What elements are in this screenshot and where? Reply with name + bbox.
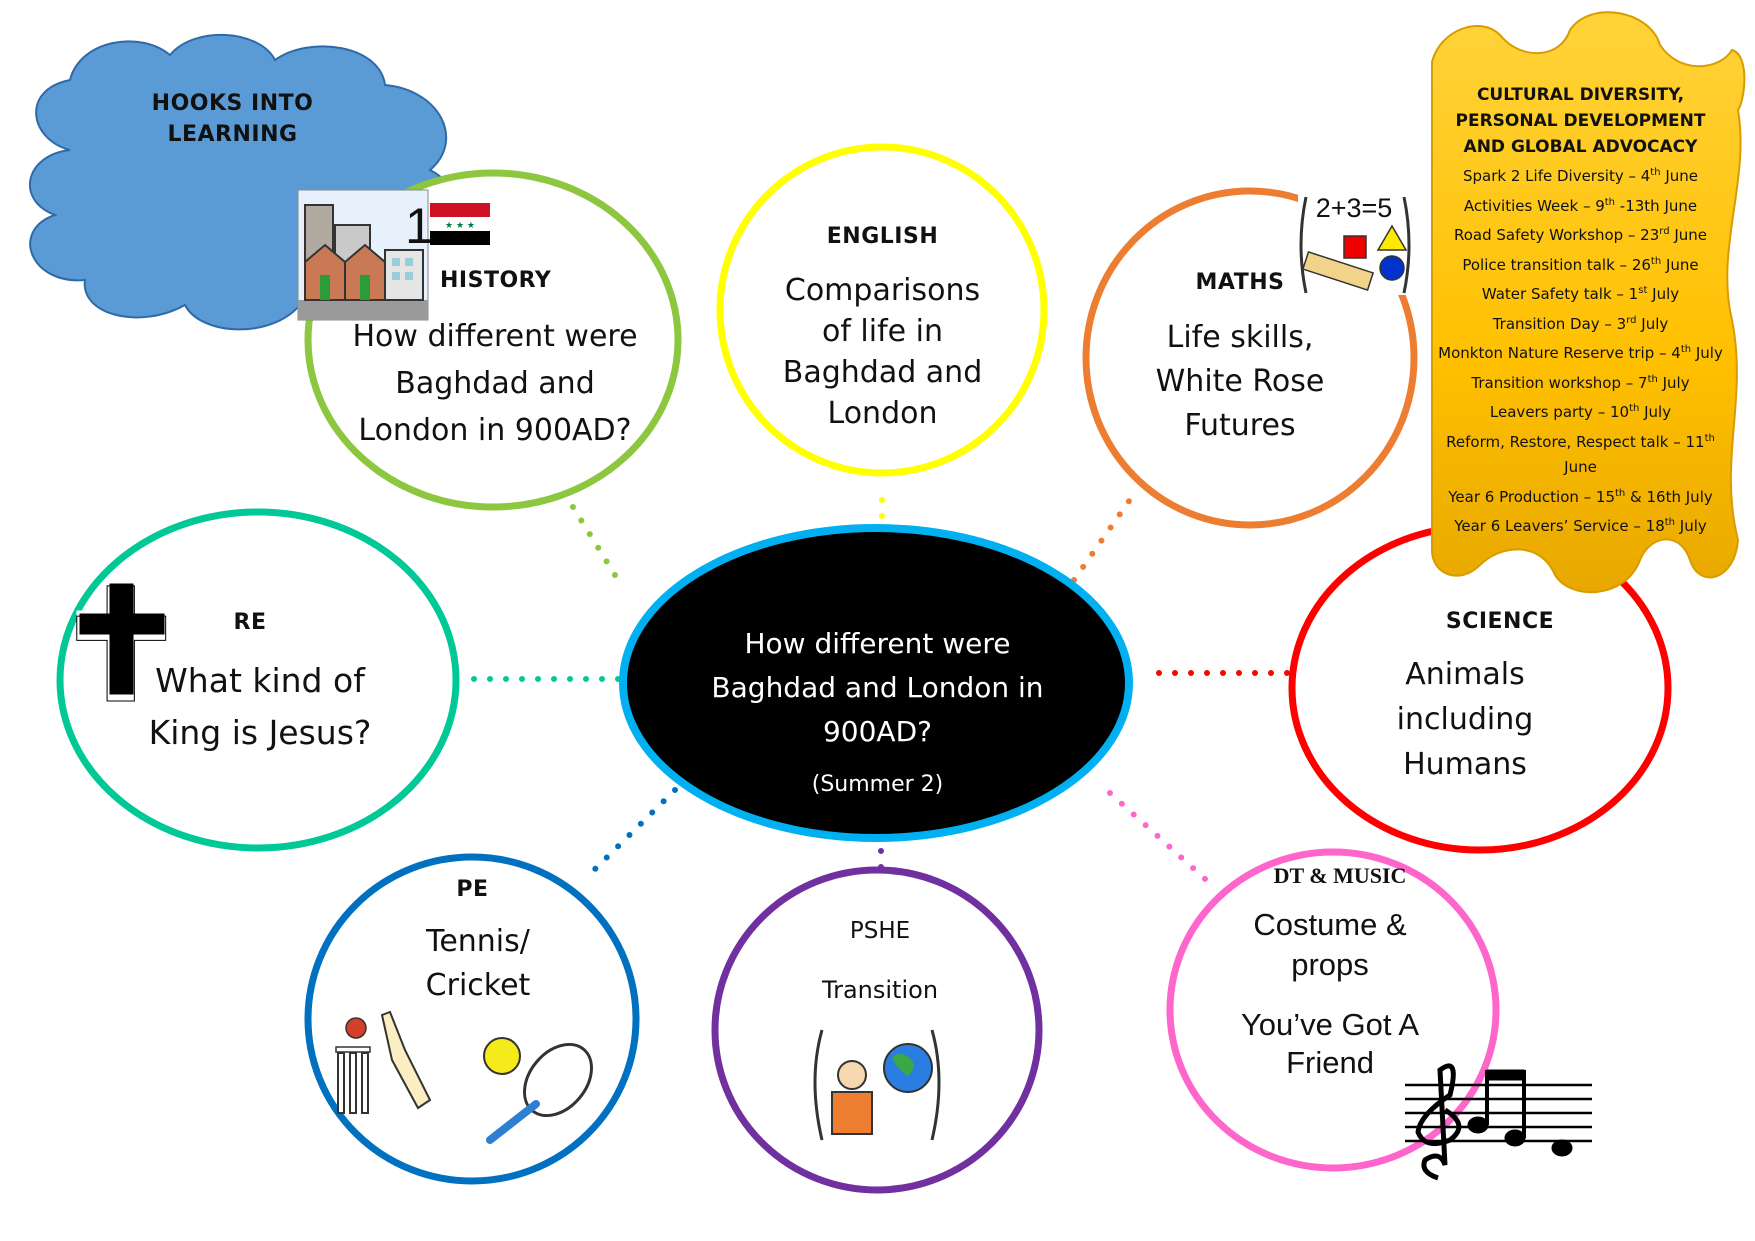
banner-event-pre: Reform, Restore, Respect talk – 11 xyxy=(1446,432,1705,451)
banner-event-sup: th xyxy=(1629,403,1640,414)
banner-event-sup: th xyxy=(1647,373,1658,385)
banner-event-item: Police transition talk – 26th June xyxy=(1438,249,1723,279)
banner-event-item: Monkton Nature Reserve trip – 4th July xyxy=(1438,337,1723,367)
english-heading: ENGLISH xyxy=(826,224,939,249)
history-text: How different were Baghdad and London in… xyxy=(352,319,638,448)
english-circle xyxy=(716,143,1048,477)
banner-event-item: Spark 2 Life Diversity – 4th June xyxy=(1438,160,1723,190)
connector-history xyxy=(557,483,618,578)
banner-event-post: July xyxy=(1647,285,1680,303)
maths-text: Life skills, White Rose Futures xyxy=(1155,320,1325,443)
tennis-icon xyxy=(483,1037,593,1144)
banner-event-item: Water Safety talk – 1st July xyxy=(1438,278,1723,308)
pe-heading: PE xyxy=(456,877,489,902)
connector-maths xyxy=(1071,488,1139,583)
maths-symbols-icon xyxy=(1298,195,1411,295)
banner-event-post: -13th June xyxy=(1615,196,1698,215)
banner-event-item: Road Safety Workshop – 23rd June xyxy=(1438,219,1723,249)
center-title: How different were Baghdad and London in… xyxy=(711,627,1044,748)
pshe-circle xyxy=(711,866,1043,1194)
banner-event-pre: Activities Week – 9 xyxy=(1463,196,1605,215)
banner-event-sup: th xyxy=(1650,255,1662,267)
person-globe-icon xyxy=(813,1029,941,1141)
banner-event-item: Year 6 Leavers’ Service – 18th July xyxy=(1438,510,1723,540)
banner-event-post: July xyxy=(1657,373,1690,392)
banner-event-pre: Monkton Nature Reserve trip – 4 xyxy=(1438,344,1681,362)
banner-event-pre: Transition workshop – 7 xyxy=(1471,373,1648,392)
re-text: What kind of King is Jesus? xyxy=(148,661,372,752)
banner-event-pre: Year 6 Production – 15 xyxy=(1448,487,1616,506)
banner-event-item: Leavers party – 10th July xyxy=(1438,396,1723,426)
banner-event-post: June xyxy=(1564,458,1597,476)
banner-event-item: Transition Day – 3rd July xyxy=(1438,308,1723,338)
history-heading: HISTORY xyxy=(440,268,552,293)
banner-event-sup: rd xyxy=(1626,314,1637,326)
banner-event-sup: th xyxy=(1604,196,1616,208)
center-subtitle: (Summer 2) xyxy=(811,772,944,797)
re-heading: RE xyxy=(233,610,267,635)
svg-text:★ ★ ★: ★ ★ ★ xyxy=(445,221,475,231)
hooks-label: HOOKS INTO LEARNING xyxy=(151,91,314,147)
banner-event-post: June xyxy=(1661,255,1699,274)
dt-music-heading: DT & MUSIC xyxy=(1273,863,1407,888)
banner-event-pre: Water Safety talk – 1 xyxy=(1481,285,1639,303)
banner-event-post: June xyxy=(1669,226,1708,244)
science-heading: SCIENCE xyxy=(1445,609,1555,634)
banner-event-sup: rd xyxy=(1659,226,1670,237)
banner-event-sup: th xyxy=(1704,432,1715,444)
banner-event-post: July xyxy=(1636,314,1669,333)
banner-event-pre: Road Safety Workshop – 23 xyxy=(1453,226,1660,244)
pe-text: Tennis/ Cricket xyxy=(425,924,531,1003)
banner-event-item: Activities Week – 9th -13th June xyxy=(1438,190,1723,220)
banner-event-post: & 16th July xyxy=(1625,487,1713,506)
pshe-heading: PSHE xyxy=(849,918,911,944)
banner-event-post: July xyxy=(1675,517,1707,535)
cricket-icon xyxy=(335,1010,432,1114)
banner-event-post: July xyxy=(1691,344,1723,362)
banner-event-pre: Spark 2 Life Diversity – 4 xyxy=(1463,167,1651,185)
pshe-text: Transition xyxy=(821,976,939,1004)
banner-event-pre: Police transition talk – 26 xyxy=(1462,255,1651,274)
banner-scroll xyxy=(1431,11,1746,594)
banner-event-sup: th xyxy=(1664,517,1676,528)
cross-icon xyxy=(76,580,168,702)
english-text: Comparisons of life in Baghdad and Londo… xyxy=(782,273,983,431)
connector-dt-music xyxy=(1107,790,1217,890)
banner-event-sup: th xyxy=(1680,344,1692,355)
history-icon-number: 1 xyxy=(405,198,433,254)
iraq-flag-icon: ★ ★ ★ xyxy=(430,203,490,245)
banner-text: CULTURAL DIVERSITY, PERSONAL DEVELOPMENT… xyxy=(1438,82,1723,540)
banner-event-pre: Leavers party – 10 xyxy=(1489,403,1630,421)
banner-title: CULTURAL DIVERSITY, PERSONAL DEVELOPMENT… xyxy=(1455,85,1706,157)
banner-event-sup: st xyxy=(1638,285,1648,296)
banner-event-pre: Year 6 Leavers’ Service – 18 xyxy=(1454,517,1665,535)
buildings-icon xyxy=(297,189,429,321)
banner-event-item: Year 6 Production – 15th & 16th July xyxy=(1438,481,1723,511)
maths-icon-sum: 2+3=5 xyxy=(1315,193,1393,223)
banner-event-post: July xyxy=(1639,403,1672,421)
banner-event-post: June xyxy=(1660,167,1698,185)
science-text: Animals including Humans xyxy=(1396,657,1534,782)
center-ellipse xyxy=(619,524,1133,842)
dt-music-text-2: You’ve Got A Friend xyxy=(1240,1007,1420,1080)
banner-event-item: Reform, Restore, Respect talk – 11th Jun… xyxy=(1438,426,1723,481)
connector-pe xyxy=(587,787,678,877)
dt-music-circle xyxy=(1166,848,1500,1172)
banner-event-sup: th xyxy=(1615,487,1626,499)
banner-event-item: Transition workshop – 7th July xyxy=(1438,367,1723,397)
music-notes-icon xyxy=(1405,1063,1592,1181)
banner-event-sup: th xyxy=(1650,167,1661,178)
maths-heading: MATHS xyxy=(1195,270,1285,295)
re-circle xyxy=(56,508,460,852)
dt-music-text-1: Costume & props xyxy=(1253,907,1407,982)
banner-event-pre: Transition Day – 3 xyxy=(1492,314,1627,333)
